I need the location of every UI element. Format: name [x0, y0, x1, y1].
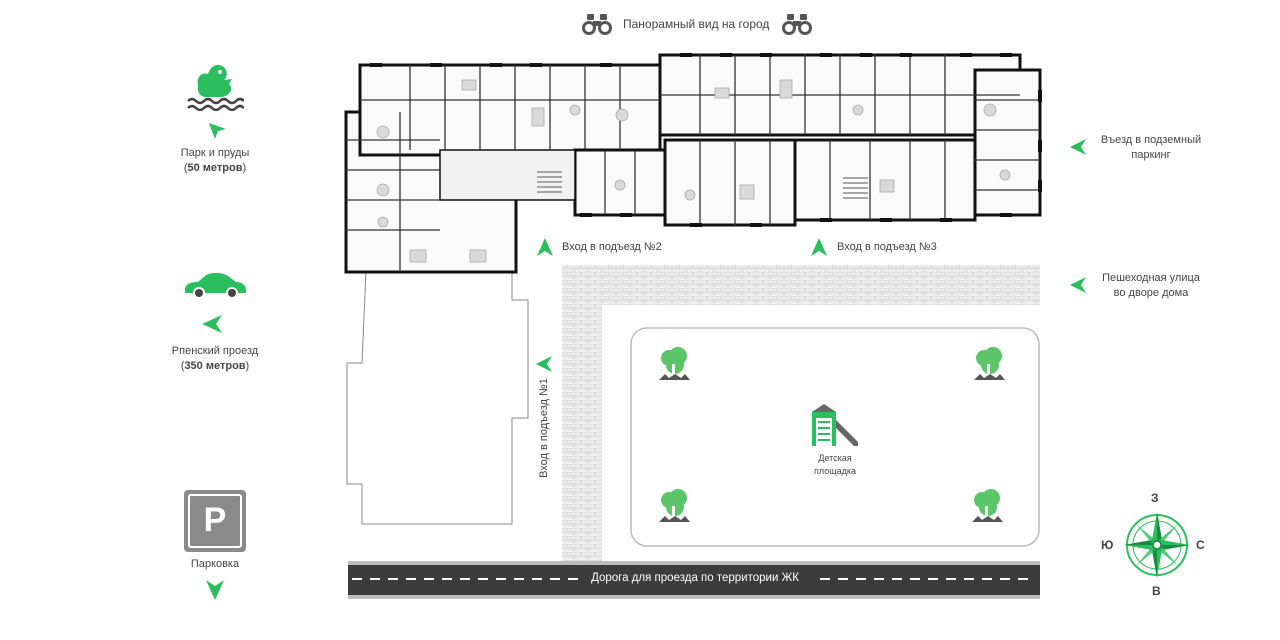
arrow-left-icon [202, 315, 222, 333]
park-label: Парк и пруды [180, 147, 250, 159]
road-label: Дорога для проезда по территории ЖК [591, 572, 799, 584]
arrow-left-icon [1070, 277, 1086, 293]
pedestrian-paving-horizontal [562, 265, 1040, 305]
pedestrian-street-label: Пешеходная улица во дворе дома [1102, 272, 1200, 299]
entrance3-label: Вход в подъезд №3 [837, 241, 937, 253]
road-caption: Рпенский проезд (350 метров) [150, 344, 280, 374]
pedestrian-paving-vertical [562, 265, 602, 561]
tree-icon [659, 347, 690, 380]
arrow-down-icon [206, 580, 224, 600]
underground-parking-label: Въезд в подземный паркинг [1100, 134, 1202, 161]
car-icon [185, 272, 246, 299]
playground-label: Детская площадка [813, 453, 857, 476]
parking-sign: P [184, 490, 246, 552]
binoculars-icon [582, 14, 612, 35]
panorama-label: Панорамный вид на город [623, 17, 770, 31]
arrow-left-icon [536, 356, 552, 372]
tree-icon [972, 489, 1003, 522]
building-annex-outline [346, 269, 529, 525]
panorama-header: Панорамный вид на город [580, 12, 820, 40]
compass-rose-icon [1124, 512, 1190, 578]
park-caption: Парк и пруды (50 метров) [150, 146, 280, 176]
arrow-left-icon [1070, 139, 1086, 155]
tree-icon [974, 347, 1005, 380]
duck-pond-icon [187, 64, 244, 111]
arrow-up-icon [811, 238, 827, 256]
compass-east-label: С [1196, 538, 1205, 552]
road-distance: (350 метров) [180, 360, 250, 372]
arrow-up-icon [537, 238, 553, 256]
entrance1-label: Вход в подъезд №1 [538, 378, 550, 478]
compass-north-label: З [1151, 491, 1159, 505]
parking-letter: P [203, 501, 227, 539]
arrow-icon [209, 123, 226, 139]
compass-west-label: Ю [1101, 538, 1114, 552]
park-distance: (50 метров) [183, 162, 247, 174]
binoculars-icon [782, 14, 812, 35]
tree-icon [659, 489, 690, 522]
parking-label: Парковка [190, 558, 240, 570]
floor-plan [344, 53, 1042, 274]
road-label: Рпенский проезд [171, 345, 259, 357]
entrance2-label: Вход в подъезд №2 [562, 241, 662, 253]
playground-icon [812, 404, 858, 446]
compass-south-label: В [1152, 584, 1161, 598]
